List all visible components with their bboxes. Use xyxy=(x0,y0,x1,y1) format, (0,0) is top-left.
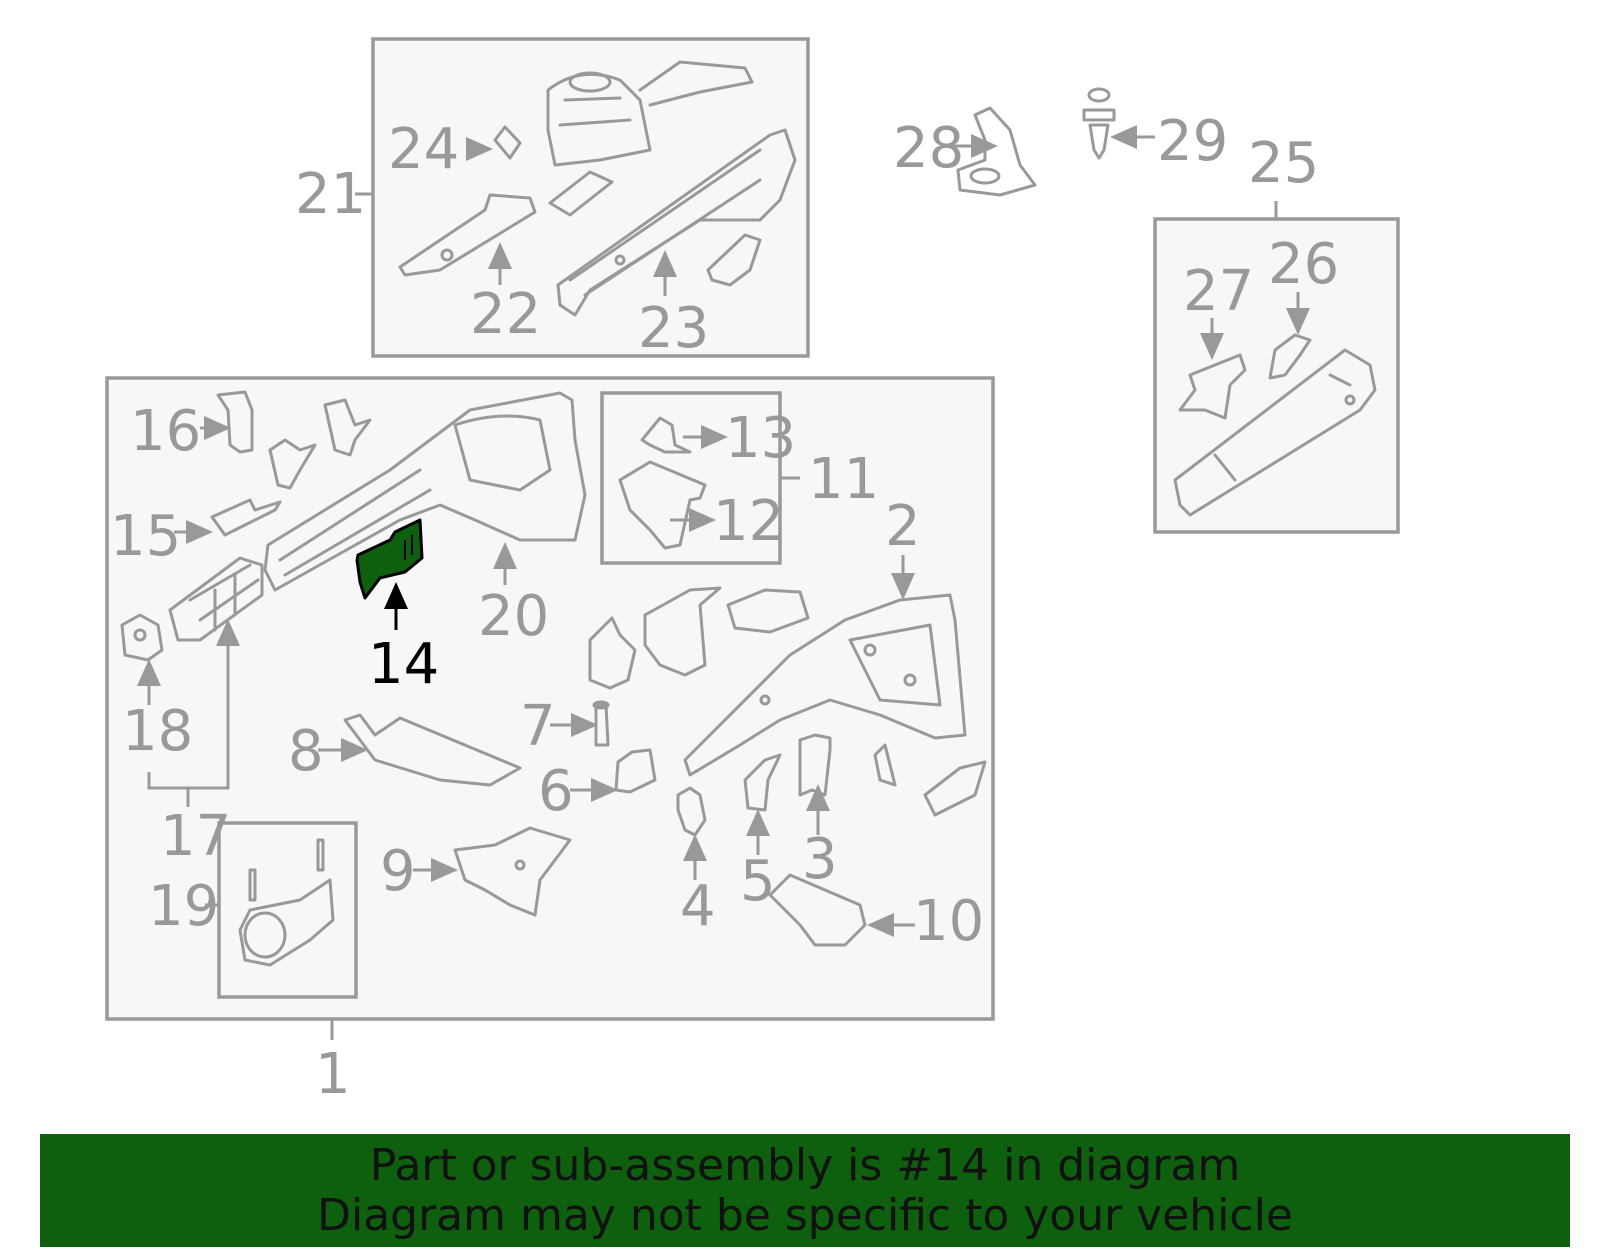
callouts: 1 2 3 4 5 6 7 8 9 10 11 12 13 14 15 16 1… xyxy=(110,109,1339,1107)
banner-line-2: Diagram may not be specific to your vehi… xyxy=(317,1189,1293,1241)
part-bracket-b xyxy=(268,438,317,490)
callout-25: 25 xyxy=(1248,131,1319,196)
part-bracket-a xyxy=(323,398,372,457)
part-25-rail xyxy=(1173,348,1377,517)
callout-27: 27 xyxy=(1183,259,1254,324)
callout-28: 28 xyxy=(893,116,964,181)
part-20-rail xyxy=(263,391,587,592)
part-17-tube xyxy=(168,556,264,642)
part-23 xyxy=(556,128,797,317)
part-8 xyxy=(343,713,522,787)
callout-23: 23 xyxy=(638,296,709,361)
part-bracket-e xyxy=(726,588,810,634)
part-22 xyxy=(398,193,537,277)
callout-6: 6 xyxy=(538,759,574,824)
part-3 xyxy=(798,733,832,797)
part-28 xyxy=(956,106,1037,197)
part-18 xyxy=(120,613,164,662)
callout-2: 2 xyxy=(885,494,921,559)
part-10 xyxy=(768,873,867,947)
part-19-assembly xyxy=(238,838,335,967)
callout-26: 26 xyxy=(1268,232,1339,297)
leader-lines xyxy=(137,125,1310,1040)
part-small-plate xyxy=(548,170,614,217)
callout-22: 22 xyxy=(470,282,541,347)
part-bracket-g xyxy=(923,760,987,817)
callout-12: 12 xyxy=(713,489,784,554)
callout-24: 24 xyxy=(388,117,459,182)
callout-11: 11 xyxy=(808,447,879,512)
callout-3: 3 xyxy=(802,827,838,892)
callout-8: 8 xyxy=(288,719,324,784)
group-box-19 xyxy=(217,821,358,999)
callout-14-highlighted: 14 xyxy=(368,632,439,697)
callout-4: 4 xyxy=(680,874,716,939)
callout-17: 17 xyxy=(160,804,231,869)
part-24 xyxy=(493,125,522,160)
callout-19: 19 xyxy=(148,874,219,939)
callout-5: 5 xyxy=(740,849,776,914)
part-29-clip xyxy=(1082,87,1116,160)
part-4 xyxy=(676,786,707,837)
callout-20: 20 xyxy=(478,584,549,649)
callout-15: 15 xyxy=(110,504,181,569)
part-9 xyxy=(453,826,572,917)
part-12 xyxy=(618,460,707,550)
callout-21: 21 xyxy=(295,162,366,227)
callout-9: 9 xyxy=(380,839,416,904)
part-14 xyxy=(355,518,424,600)
part-bracket-c xyxy=(588,616,637,690)
part-13 xyxy=(640,416,692,454)
part-5 xyxy=(743,753,782,812)
part-15 xyxy=(210,498,282,537)
part-bracket-d xyxy=(643,586,722,677)
part-26 xyxy=(1268,333,1312,380)
part-bracket-f xyxy=(873,743,897,787)
part-27 xyxy=(1178,353,1247,420)
callout-16: 16 xyxy=(130,399,201,464)
banner-line-1: Part or sub-assembly is #14 in diagram xyxy=(369,1139,1241,1191)
part-bracket-21 xyxy=(706,233,762,287)
callout-1: 1 xyxy=(315,1042,351,1107)
info-banner: Part or sub-assembly is #14 in diagram D… xyxy=(40,1134,1570,1247)
callout-7: 7 xyxy=(520,694,556,759)
callout-18: 18 xyxy=(122,699,193,764)
part-16 xyxy=(216,390,254,454)
part-upper-tower xyxy=(546,60,754,167)
callout-29: 29 xyxy=(1157,109,1228,174)
callout-13: 13 xyxy=(725,406,796,471)
part-2-rail xyxy=(683,593,967,777)
callout-10: 10 xyxy=(913,889,984,954)
